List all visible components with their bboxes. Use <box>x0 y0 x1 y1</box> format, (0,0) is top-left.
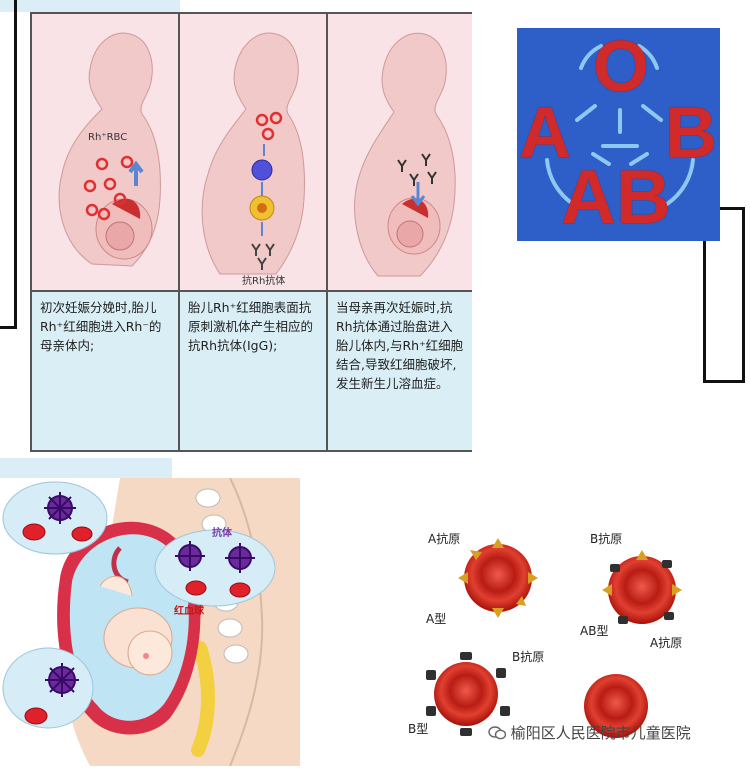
watermark-text: 榆阳区人民医院市儿童医院 <box>510 724 691 742</box>
a-antigen-label-top: A抗原 <box>428 532 461 546</box>
rh-rbc-label: Rh⁺RBC <box>88 132 128 143</box>
a-type-label: A型 <box>426 612 447 626</box>
wechat-icon <box>488 726 507 740</box>
decor-bracket-left <box>0 0 17 329</box>
blood-type-ab: AB <box>561 155 671 240</box>
hemolysis-illustration: 抗体 红血球 <box>0 477 300 767</box>
b-antigen-label-bottom: B抗原 <box>512 650 545 664</box>
cell-antigen-diagram: A抗原 B抗原 A型 AB型 A抗原 B抗原 B型 <box>400 520 750 766</box>
ab-type-label: AB型 <box>580 624 609 638</box>
watermark: 榆阳区人民医院市儿童医院 <box>488 722 691 743</box>
panel-divider-1 <box>178 14 180 450</box>
a-antigen-label-right: A抗原 <box>650 636 683 650</box>
blood-type-a: A <box>519 93 571 173</box>
decor-strip-top <box>0 0 180 12</box>
blood-type-b: B <box>665 93 717 173</box>
blood-type-arrows <box>545 44 695 206</box>
rh-incompatibility-panel: Rh⁺RBC 初次妊娠分娩时,胎儿Rh⁺红细胞进入Rh⁻的母亲体内; <box>30 12 472 452</box>
step-2-text: 胎儿Rh⁺红细胞表面抗原刺激机体产生相应的抗Rh抗体(IgG); <box>180 290 326 450</box>
step-3-illustration <box>328 14 472 290</box>
decor-strip-middle <box>0 458 172 478</box>
pregnancy-cross-section <box>2 477 300 767</box>
panel-step-2: 抗Rh抗体 胎儿Rh⁺红细胞表面抗原刺激机体产生相应的抗Rh抗体(IgG); <box>180 14 326 450</box>
b-antigen-label-top: B抗原 <box>590 532 623 546</box>
panel-step-3: 当母亲再次妊娠时,抗Rh抗体通过胎盘进入胎儿体内,与Rh⁺红细胞结合,导致红细胞… <box>328 14 472 450</box>
pregnant-woman-figure-3 <box>354 32 456 277</box>
decor-bracket-right <box>703 207 745 383</box>
b-type-label: B型 <box>408 722 429 736</box>
anti-rh-antibody-label: 抗Rh抗体 <box>242 276 286 287</box>
step-1-text: 初次妊娠分娩时,胎儿Rh⁺红细胞进入Rh⁻的母亲体内; <box>32 290 178 450</box>
pregnant-woman-figure-1 <box>58 32 161 267</box>
antigen-cells <box>426 538 682 738</box>
panel-step-1: Rh⁺RBC 初次妊娠分娩时,胎儿Rh⁺红细胞进入Rh⁻的母亲体内; <box>32 14 178 450</box>
blood-type-graphic: O A B AB <box>517 27 720 241</box>
panel-divider-2 <box>326 14 328 450</box>
step-2-illustration: 抗Rh抗体 <box>180 14 326 290</box>
antibody-label: 抗体 <box>212 528 232 539</box>
step-3-text: 当母亲再次妊娠时,抗Rh抗体通过胎盘进入胎儿体内,与Rh⁺红细胞结合,导致红细胞… <box>328 290 472 450</box>
blood-type-o: O <box>593 27 650 107</box>
pregnant-woman-figure-2 <box>201 32 305 275</box>
red-blood-cell-label: 红血球 <box>174 606 204 617</box>
step-1-illustration: Rh⁺RBC <box>32 14 178 290</box>
